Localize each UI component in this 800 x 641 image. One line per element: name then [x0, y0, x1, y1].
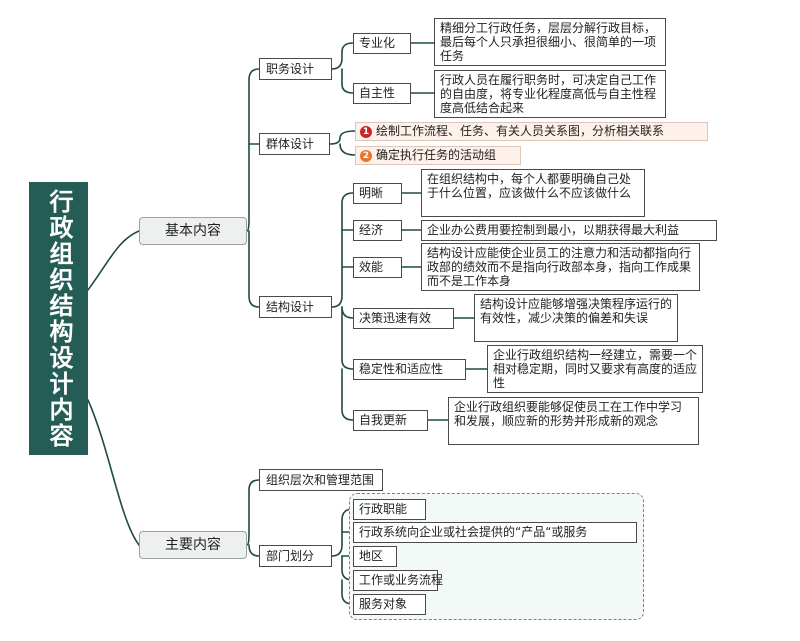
topic-specialization-label: 专业化: [359, 36, 396, 50]
topic-self-renewal[interactable]: 自我更新: [353, 410, 428, 431]
topic-job-design-label: 职务设计: [266, 62, 315, 76]
desc-fast-decision-text: 结构设计应能够增强决策程序运行的有效性，减少决策的偏差和失误: [480, 297, 673, 325]
topic-efficiency-label: 效能: [359, 260, 384, 274]
task-2-number-badge: 2: [360, 149, 372, 162]
dept-item-process[interactable]: 工作或业务流程: [353, 570, 443, 591]
topic-structure-design[interactable]: 结构设计: [259, 296, 332, 318]
dept-item-process-label: 工作或业务流程: [359, 573, 444, 587]
topic-group-design[interactable]: 群体设计: [259, 133, 330, 155]
topic-autonomy-label: 自主性: [359, 86, 396, 100]
desc-stability[interactable]: 企业行政组织结构一经建立，需要一个相对稳定期，同时又要求有高度的适应性: [487, 345, 703, 393]
dept-item-function[interactable]: 行政职能: [353, 499, 426, 520]
topic-department-division[interactable]: 部门划分: [259, 545, 332, 567]
topic-stability[interactable]: 稳定性和适应性: [353, 359, 466, 380]
topic-main-content[interactable]: 主要内容: [139, 531, 247, 559]
topic-self-renewal-label: 自我更新: [359, 413, 408, 427]
topic-specialization[interactable]: 专业化: [353, 33, 411, 54]
topic-economy-label: 经济: [359, 223, 384, 237]
topic-stability-label: 稳定性和适应性: [359, 362, 444, 376]
dept-item-customer[interactable]: 服务对象: [353, 594, 426, 615]
desc-efficiency[interactable]: 结构设计应能使企业员工的注意力和活动都指向行政部的绩效而不是指向行政部本身，指向…: [421, 243, 700, 291]
topic-job-design[interactable]: 职务设计: [259, 58, 332, 80]
topic-clarity-label: 明晰: [359, 186, 384, 200]
topic-group-design-label: 群体设计: [266, 137, 315, 151]
desc-autonomy[interactable]: 行政人员在履行职务时，可决定自己工作的自由度，将专业化程度高低与自主性程度高低结…: [434, 70, 666, 118]
desc-autonomy-text: 行政人员在履行职务时，可决定自己工作的自由度，将专业化程度高低与自主性程度高低结…: [440, 73, 657, 115]
desc-economy-text: 企业办公费用要控制到最小，以期获得最大利益: [427, 223, 680, 237]
dept-item-region-label: 地区: [359, 549, 384, 563]
root-label: 行政组织结构设计内容: [45, 188, 73, 449]
desc-fast-decision[interactable]: 结构设计应能够增强决策程序运行的有效性，减少决策的偏差和失误: [474, 294, 678, 342]
dept-item-product[interactable]: 行政系统向企业或社会提供的“产品“或服务: [353, 522, 637, 543]
topic-fast-decision[interactable]: 决策迅速有效: [353, 308, 454, 329]
task-1-label: 绘制工作流程、任务、有关人员关系图，分析相关联系: [376, 124, 665, 138]
desc-specialization-text: 精细分工行政任务，层层分解行政目标，最后每个人只承担很细小、很简单的一项任务: [440, 21, 657, 63]
desc-economy[interactable]: 企业办公费用要控制到最小，以期获得最大利益: [421, 220, 717, 241]
topic-basic-content[interactable]: 基本内容: [139, 217, 247, 245]
topic-efficiency[interactable]: 效能: [353, 257, 402, 278]
dept-item-product-label: 行政系统向企业或社会提供的“产品“或服务: [359, 525, 588, 539]
desc-stability-text: 企业行政组织结构一经建立，需要一个相对稳定期，同时又要求有高度的适应性: [493, 348, 698, 390]
desc-self-renewal[interactable]: 企业行政组织要能够促使员工在工作中学习和发展，顺应新的形势并形成新的观念: [448, 397, 699, 445]
topic-autonomy[interactable]: 自主性: [353, 83, 411, 104]
topic-levels-span-label: 组织层次和管理范围: [266, 473, 375, 487]
root-topic[interactable]: 行政组织结构设计内容: [29, 182, 88, 455]
topic-clarity[interactable]: 明晰: [353, 183, 402, 204]
topic-fast-decision-label: 决策迅速有效: [359, 311, 432, 325]
dept-item-customer-label: 服务对象: [359, 597, 408, 611]
task-1[interactable]: 1 绘制工作流程、任务、有关人员关系图，分析相关联系: [355, 122, 708, 141]
task-1-number-badge: 1: [360, 125, 372, 138]
task-2[interactable]: 2 确定执行任务的活动组: [355, 146, 521, 165]
topic-economy[interactable]: 经济: [353, 220, 402, 241]
dept-item-region[interactable]: 地区: [353, 546, 397, 567]
desc-clarity-text: 在组织结构中，每个人都要明确自己处于什么位置，应该做什么不应该做什么: [427, 172, 632, 200]
task-2-label: 确定执行任务的活动组: [376, 148, 497, 162]
desc-specialization[interactable]: 精细分工行政任务，层层分解行政目标，最后每个人只承担很细小、很简单的一项任务: [434, 18, 666, 66]
desc-clarity[interactable]: 在组织结构中，每个人都要明确自己处于什么位置，应该做什么不应该做什么: [421, 169, 645, 217]
topic-main-content-label: 主要内容: [165, 537, 221, 553]
topic-department-division-label: 部门划分: [266, 549, 315, 563]
topic-levels-span[interactable]: 组织层次和管理范围: [259, 469, 383, 491]
topic-basic-content-label: 基本内容: [165, 223, 221, 239]
topic-structure-design-label: 结构设计: [266, 300, 315, 314]
desc-efficiency-text: 结构设计应能使企业员工的注意力和活动都指向行政部的绩效而不是指向行政部本身，指向…: [427, 246, 692, 288]
desc-self-renewal-text: 企业行政组织要能够促使员工在工作中学习和发展，顺应新的形势并形成新的观念: [454, 400, 683, 428]
dept-item-function-label: 行政职能: [359, 502, 408, 516]
